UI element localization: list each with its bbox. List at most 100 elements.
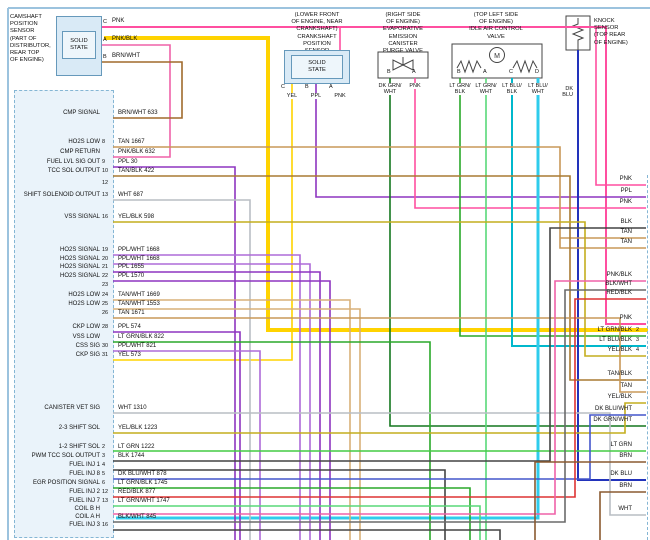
knock-sensor-symbol	[565, 15, 591, 51]
connector-pin-number: 10	[102, 168, 109, 174]
edge-wire-label: PNK	[619, 176, 632, 182]
edge-wire-label: WHT	[618, 506, 632, 512]
wire-cmp-pnkblk-632	[100, 44, 171, 158]
wire-fuel-inj-3	[113, 529, 501, 540]
connector-signal-label: CKP SIG	[75, 352, 100, 358]
wire-blk-1744	[113, 227, 646, 462]
connector-signal-label: COIL A H	[75, 514, 100, 520]
connector-pin-number: 12	[102, 489, 109, 495]
knock-wire-label: DK BLU	[551, 86, 573, 99]
connector-signal-label: FUEL INJ 8	[69, 471, 100, 477]
edge-wire-label: DK GRN/WHT	[593, 417, 632, 423]
edge-wire-label: YEL/BLK	[607, 394, 632, 400]
camshaft-pin-wire-label: BRN/WHT	[112, 53, 140, 59]
iac-pin-letter: D	[535, 69, 539, 75]
wire-iac-ltblublk	[511, 78, 646, 347]
wire-label: TAN/WHT 1669	[118, 292, 160, 298]
edge-wire-label: BRN	[619, 453, 632, 459]
connector-pin-number: 8	[102, 139, 106, 145]
edge-wire-label: TAN/BLK	[607, 371, 632, 377]
connector-pin-number: 5	[102, 471, 106, 477]
connector-signal-label: VSS SIGNAL	[64, 214, 100, 220]
connector-signal-label: HO2S SIGNAL	[59, 247, 100, 253]
crank-pin-wire-label: PPL	[304, 93, 328, 100]
connector-signal-label: VSS LOW	[72, 334, 100, 340]
connector-pin-number: 3	[102, 453, 106, 459]
connector-pin-number: 6	[102, 480, 106, 486]
wire-label: PNK/BLK 632	[118, 149, 156, 155]
connector-pin-number: 21	[102, 264, 109, 270]
wire-dkbluwht-878	[113, 414, 646, 480]
connector-signal-label: PWM TCC SOL OUTPUT	[31, 453, 100, 459]
edge-wire-label: BRN	[619, 483, 632, 489]
wire-label: LT GRN 1222	[118, 444, 155, 450]
wire-tanwht-1669	[113, 299, 351, 540]
wire-label: BLK/WHT 845	[118, 514, 157, 520]
connector-signal-label: HO2S SIGNAL	[59, 264, 100, 270]
wire-label: TAN/WHT 1553	[118, 301, 160, 307]
purge-pin-letter: A	[412, 69, 416, 75]
edge-wire-label: BLK	[620, 219, 632, 225]
connector-signal-label: FUEL INJ 7	[69, 498, 100, 504]
wire-label: BRN/WHT 633	[118, 110, 158, 116]
connector-signal-label: HO2S SIGNAL	[59, 256, 100, 262]
wire-label: YEL/BLK 598	[118, 214, 155, 220]
camshaft-pin-letter: B	[103, 54, 107, 60]
purge-pin-wire-label: DK GRN/ WHT	[377, 83, 403, 96]
purge-valve-symbol	[377, 51, 429, 79]
camshaft-solid-state-label: SOLID STATE	[62, 31, 96, 59]
connector-signal-label: CKP LOW	[72, 324, 100, 330]
edge-wire-label: TAN	[620, 239, 632, 245]
wire-brn-b	[599, 491, 646, 540]
iac-pin-wire-label: LT BLU/ BLK	[499, 83, 525, 96]
iac-valve-symbol: M	[451, 43, 543, 79]
wire-iac-ltbluwht	[116, 78, 540, 520]
edge-wire-label: LT BLU/BLK	[599, 337, 632, 343]
iac-pin-wire-label: LT BLU/ WHT	[525, 83, 551, 96]
wire-label: TAN 1667	[118, 139, 145, 145]
connector-pin-number: 23	[102, 282, 109, 288]
wire-label: PPL/WHT 821	[118, 343, 157, 349]
connector-pin-number: 30	[102, 343, 109, 349]
wire-ppl-30	[113, 166, 236, 540]
connector-signal-label: EGR POSITION SIGNAL	[32, 480, 100, 486]
wire-label: LT GRN/WHT 1747	[118, 498, 170, 504]
wire-fuel-inj-1	[113, 469, 446, 540]
iac-coil-left	[456, 59, 482, 74]
wire-label: RED/BLK 877	[118, 489, 156, 495]
edge-wire-label: YEL/BLK	[607, 347, 632, 353]
wire-label: WHT 687	[118, 192, 144, 198]
connector-pin-number: 24	[102, 292, 109, 298]
wire-purge-dkgrnwht	[389, 78, 646, 427]
connector-pin-number: 13	[102, 498, 109, 504]
pcm-connector-block	[14, 90, 114, 538]
purge-valve-label: (RIGHT SIDE OF ENGINE) EVAPORATIVE EMISS…	[382, 12, 424, 55]
wire-label: PPL/WHT 1668	[118, 256, 160, 262]
edge-wire-label: DK BLU	[610, 471, 632, 477]
wire-ppl-574	[113, 331, 241, 540]
edge-wire-label: RED/BLK	[606, 290, 632, 296]
connector-pin-number: 20	[102, 256, 109, 262]
crank-pin-wire-label: YEL	[280, 93, 304, 100]
connector-signal-label: HO2S LOW	[68, 292, 100, 298]
wire-wht-1310	[113, 412, 646, 516]
wire-pnk-branch	[595, 27, 646, 186]
camshaft-pin-wire-label: PNK	[112, 18, 125, 24]
wire-label: TAN 1671	[118, 310, 145, 316]
wire-label: PPL/WHT 1668	[118, 247, 160, 253]
wire-label: TAN/BLK 422	[118, 168, 155, 174]
connector-signal-label: 1-2 SHIFT SOL	[58, 444, 100, 450]
wire-coil-a-h-845	[113, 289, 646, 523]
wire-iac-ltgrnblk	[459, 78, 646, 337]
wire-pnk-bus	[100, 26, 646, 325]
connector-signal-label: CANISTER VET SIG	[44, 405, 100, 411]
edge-pin-number: 3	[636, 337, 640, 343]
wire-pplwht-1668b	[113, 263, 311, 540]
connector-pin-number: 4	[102, 462, 106, 468]
wire-ltgrnblk-822	[113, 341, 431, 540]
wire-tan-1667	[113, 146, 646, 249]
wire-cmp-brnwht-633	[100, 61, 183, 119]
iac-coil-right	[512, 59, 538, 74]
edge-pin-number: 4	[636, 347, 640, 353]
